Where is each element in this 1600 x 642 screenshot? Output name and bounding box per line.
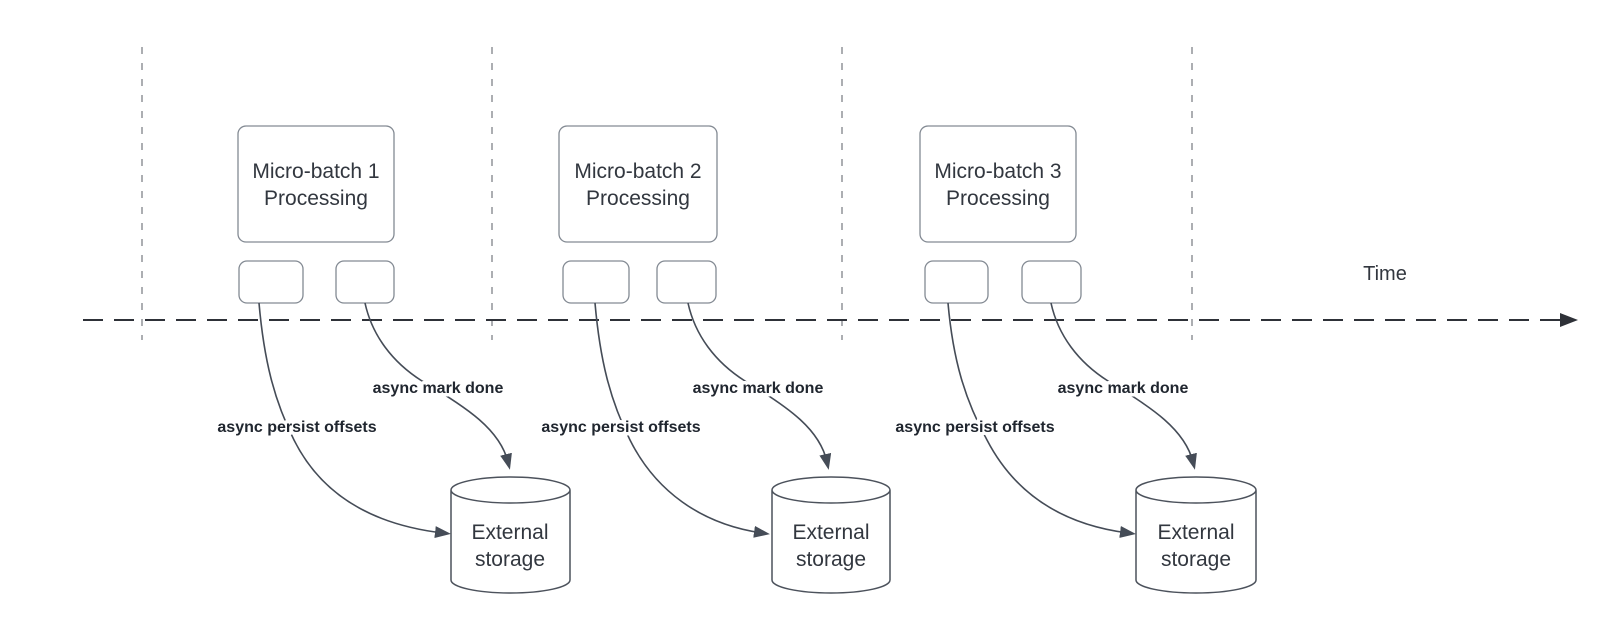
persist-offsets-arrow-1 — [258, 302, 451, 539]
external-storage-cylinder-2 — [771, 476, 891, 594]
processing-box-3-label-line2: Processing — [946, 187, 1050, 210]
processing-box-1-label-line2: Processing — [264, 187, 368, 210]
microbatch-3-group: Micro-batch 3 Processing External storag… — [892, 125, 1257, 594]
processing-box-3 — [919, 125, 1077, 243]
mark-done-arrow-3 — [1050, 302, 1197, 470]
external-storage-3-label-line2: storage — [1161, 548, 1231, 571]
persist-offsets-arrow-3 — [947, 302, 1136, 538]
mark-done-arrow-1 — [364, 302, 512, 470]
async-task-box-3-right — [1021, 260, 1082, 304]
async-task-box-2-right — [656, 260, 717, 304]
processing-box-2-label-line1: Micro-batch 2 — [574, 160, 701, 183]
processing-box-3-label-line1: Micro-batch 3 — [934, 160, 1061, 183]
mark-done-arrow-2 — [687, 302, 832, 470]
external-storage-2-label-line2: storage — [796, 548, 866, 571]
async-task-box-3-left — [924, 260, 989, 304]
microbatch-2-group: Micro-batch 2 Processing External storag… — [538, 125, 891, 594]
microbatch-1-group: Micro-batch 1 Processing External storag… — [214, 125, 571, 594]
external-storage-1-label-line1: External — [471, 521, 548, 544]
external-storage-3-label-line1: External — [1157, 521, 1234, 544]
persist-offsets-label-2: async persist offsets — [541, 419, 700, 436]
external-storage-cylinder-3 — [1135, 476, 1257, 594]
async-task-box-2-left — [562, 260, 630, 304]
processing-box-1 — [237, 125, 395, 243]
processing-box-2-label-line2: Processing — [586, 187, 690, 210]
persist-offsets-arrow-2 — [594, 302, 770, 538]
external-storage-cylinder-1 — [450, 476, 571, 594]
processing-box-1-label-line1: Micro-batch 1 — [252, 160, 379, 183]
mark-done-label-1: async mark done — [373, 380, 504, 397]
external-storage-1-label-line2: storage — [475, 548, 545, 571]
persist-offsets-label-3: async persist offsets — [895, 419, 1054, 436]
mark-done-label-3: async mark done — [1058, 380, 1189, 397]
persist-offsets-label-1: async persist offsets — [217, 419, 376, 436]
async-task-box-1-right — [335, 260, 395, 304]
mark-done-label-2: async mark done — [693, 380, 824, 397]
time-axis-label: Time — [1363, 263, 1407, 285]
async-task-box-1-left — [238, 260, 304, 304]
processing-box-2 — [558, 125, 718, 243]
external-storage-2-label-line1: External — [792, 521, 869, 544]
